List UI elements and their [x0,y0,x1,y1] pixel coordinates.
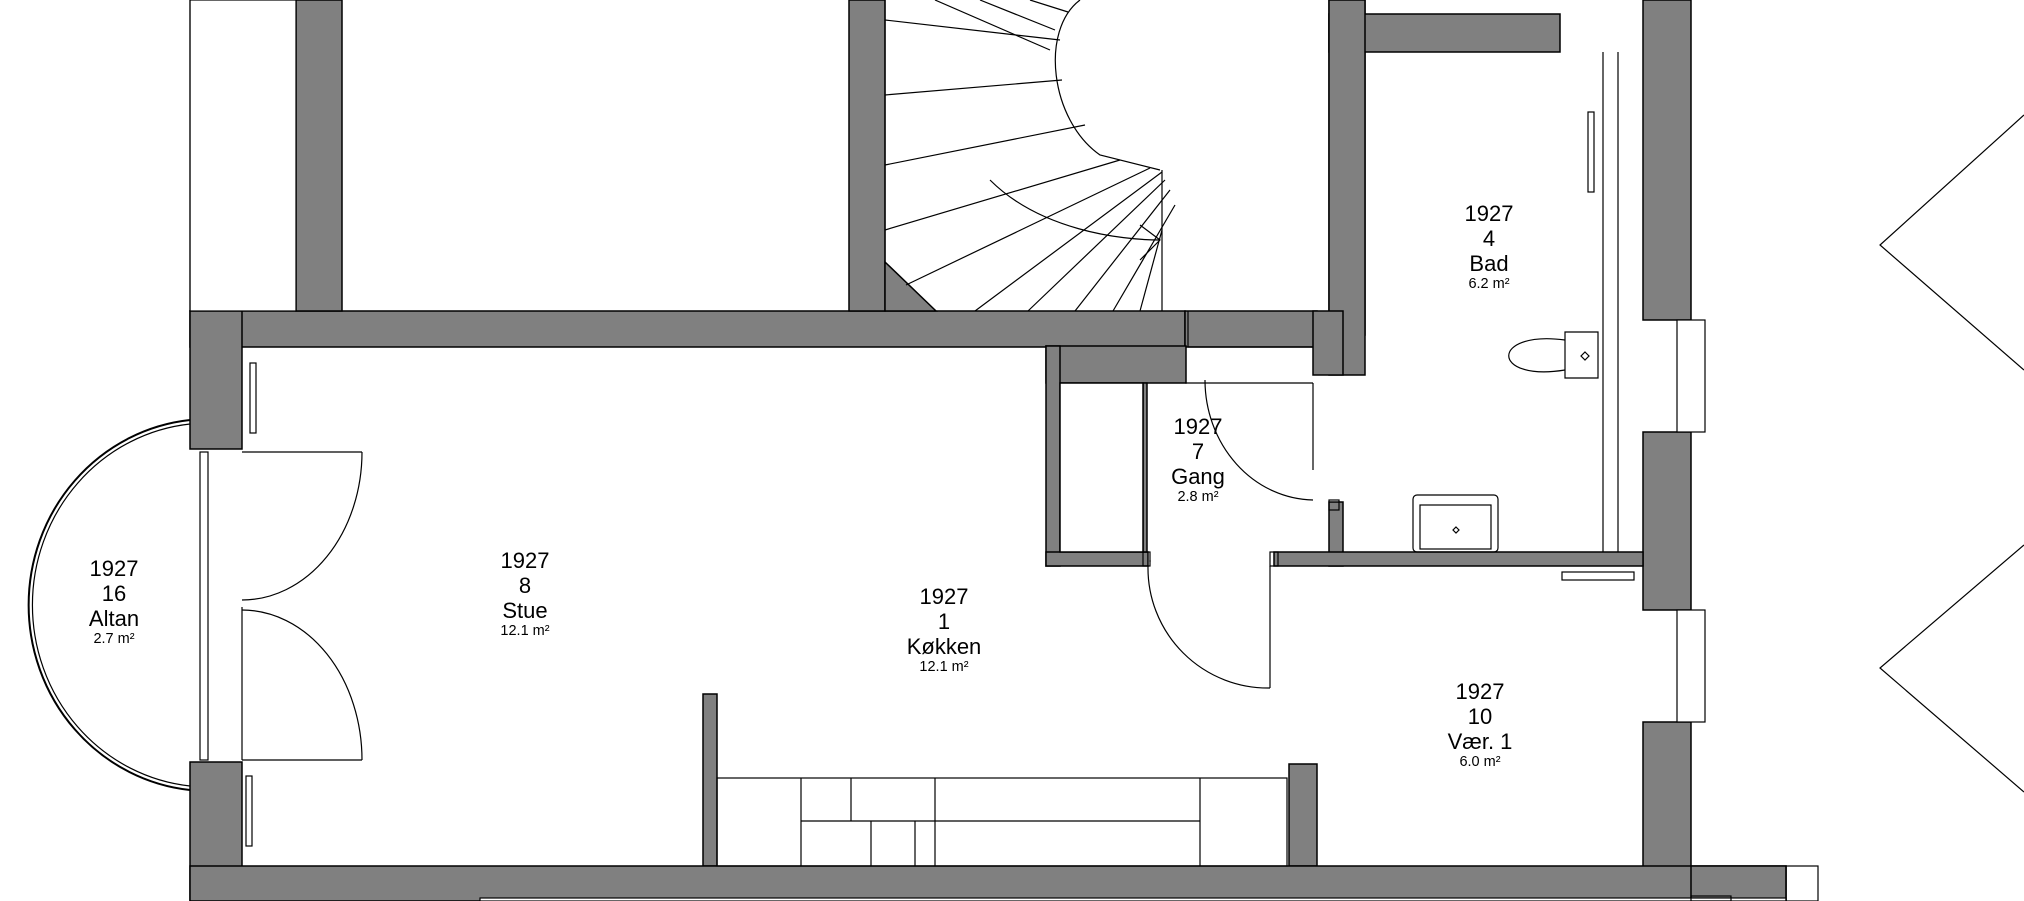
terrace-strip [189,0,297,312]
sink [1412,494,1499,553]
room-area: 6.2 m² [1468,276,1510,292]
wall-vaer-stub [1288,763,1318,867]
wall-bad-top [1328,13,1561,53]
room-name: Bad [1469,251,1509,276]
room-name: Gang [1171,464,1225,489]
room-number: 1 [937,609,951,634]
wall-top [189,310,1186,348]
room-number: 16 [101,581,127,606]
wall-right-mid [1642,431,1692,611]
room-label-vaer1: 1927 10 Vær. 1 6.0 m² [1448,679,1513,771]
room-number: 7 [1191,439,1205,464]
wall-gang-inner [1045,551,1149,567]
wall-top-right [1184,310,1318,348]
room-label-kokken: 1927 1 Køkken 12.1 m² [907,584,982,676]
room-area: 2.8 m² [1177,489,1219,505]
room-area: 12.1 m² [919,659,969,675]
room-label-altan: 1927 16 Altan 2.7 m² [89,556,139,648]
room-floor: 1927 [89,556,139,581]
wall-right-top [1642,0,1692,321]
room-floor: 1927 [919,584,969,609]
room-number: 10 [1467,704,1493,729]
wall-bottom-right [1690,865,1787,901]
room-label-stue: 1927 8 Stue 12.1 m² [500,548,549,640]
room-number: 8 [518,573,532,598]
gang-closet [1059,382,1144,553]
wall-left-upper [189,310,243,450]
wall-bottom [189,865,1787,901]
room-name: Køkken [906,634,982,659]
wall-upper-mid [848,0,886,312]
room-label-bad: 1927 4 Bad 6.2 m² [1465,201,1514,293]
wall-kitchen-stub [702,693,718,867]
wall-gang-left [1045,345,1061,567]
room-name: Vær. 1 [1447,729,1513,754]
room-area: 6.0 m² [1459,754,1501,770]
altan-railing [27,419,191,791]
room-floor: 1927 [1455,679,1505,704]
room-floor: 1927 [1173,414,1223,439]
toilet [1508,331,1599,379]
room-floor: 1927 [1464,201,1514,226]
fixtures [27,0,2024,901]
room-area: 12.1 m² [500,623,550,639]
walls [189,0,1787,901]
room-name: Altan [88,606,140,631]
wall-upper-left [295,0,343,312]
wall-gang-right-stub [1312,310,1344,376]
staircase [884,0,1176,312]
wall-bad-bottom [1273,551,1644,567]
wall-stair-corner [884,260,938,312]
wall-gang-top [1045,345,1187,384]
room-floor: 1927 [500,548,550,573]
kitchen-counter [716,777,1288,867]
room-label-gang: 1927 7 Gang 2.8 m² [1171,414,1225,506]
room-number: 4 [1482,226,1496,251]
room-area: 2.7 m² [93,631,135,647]
room-name: Stue [502,598,548,623]
